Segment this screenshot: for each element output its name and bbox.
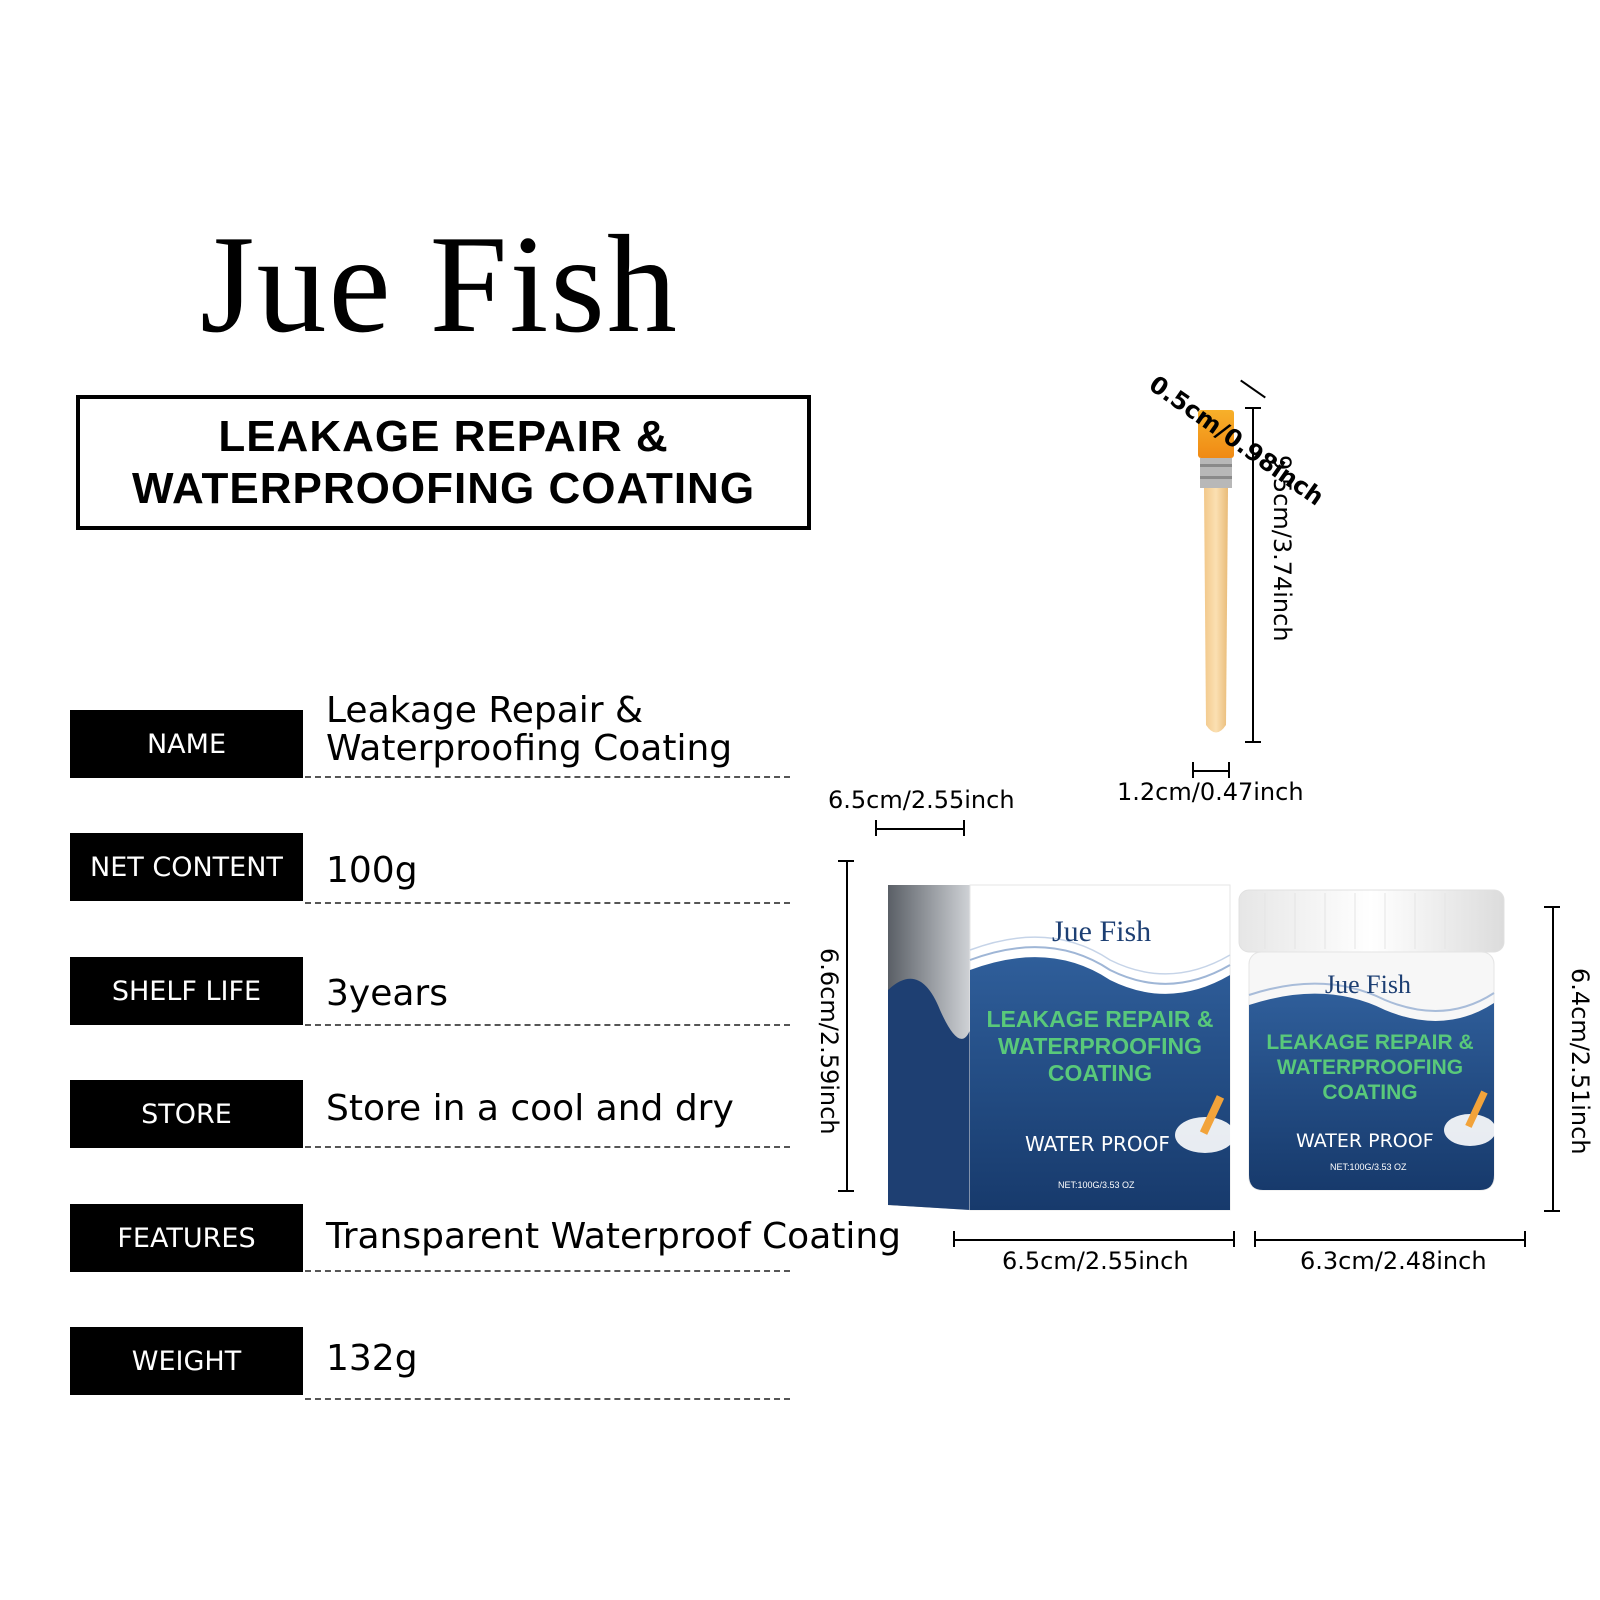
box-product-name-line1: LEAKAGE REPAIR & xyxy=(986,1006,1214,1032)
dimension-tick xyxy=(1245,741,1261,743)
box-tagline: WATER PROOF xyxy=(1025,1132,1170,1156)
dimension-tick xyxy=(1192,762,1194,778)
dimension-tick xyxy=(875,820,877,836)
box-product-name-line2: WATERPROOFING xyxy=(997,1033,1202,1059)
spec-divider xyxy=(305,902,790,904)
dimension-line xyxy=(875,828,963,830)
product-title-box: LEAKAGE REPAIR & WATERPROOFING COATING xyxy=(76,395,811,530)
box-depth-label: 6.5cm/2.55inch xyxy=(828,786,1015,814)
spec-value-name-line1: Leakage Repair & xyxy=(326,690,644,731)
dimension-line xyxy=(1254,1239,1524,1241)
spec-value-name: Leakage Repair & Waterproofing Coating xyxy=(326,692,732,768)
spec-label-name: NAME xyxy=(70,710,303,778)
dimension-line xyxy=(1552,906,1554,1210)
product-title-line1: LEAKAGE REPAIR & xyxy=(218,411,669,461)
spec-label-store: STORE xyxy=(70,1080,303,1148)
dimension-tick xyxy=(838,1190,854,1192)
spec-value-store: Store in a cool and dry xyxy=(326,1088,734,1129)
product-title-line2: WATERPROOFING COATING xyxy=(131,463,756,513)
jar-product-name-line2: WATERPROOFING xyxy=(1276,1056,1464,1079)
product-box-illustration xyxy=(888,884,1235,1211)
dimension-tick xyxy=(1524,1231,1526,1247)
spec-divider xyxy=(305,776,790,778)
box-brand: Jue Fish xyxy=(1052,915,1152,948)
jar-product-name-line3: COATING xyxy=(1322,1081,1418,1104)
dimension-line xyxy=(846,860,848,1190)
jar-net-weight: NET:100G/3.53 OZ xyxy=(1330,1162,1407,1172)
spec-divider xyxy=(305,1024,790,1026)
dimension-line xyxy=(1192,770,1228,772)
spec-value-features: Transparent Waterproof Coating xyxy=(326,1216,902,1257)
spec-label-net-content: NET CONTENT xyxy=(70,833,303,901)
brush-illustration xyxy=(1198,410,1234,733)
dimension-line xyxy=(953,1239,1233,1241)
spec-value-name-line2: Waterproofing Coating xyxy=(326,728,733,769)
dimension-tick xyxy=(838,860,854,862)
brand-title: Jue Fish xyxy=(200,207,679,362)
dimension-tick xyxy=(1228,762,1230,778)
spec-value-net-content: 100g xyxy=(326,850,418,891)
spec-label-features: FEATURES xyxy=(70,1204,303,1272)
spec-label-weight: WEIGHT xyxy=(70,1327,303,1395)
product-jar-illustration xyxy=(1238,889,1505,1191)
box-height-label: 6.6cm/2.59inch xyxy=(815,948,843,1135)
jar-brand: Jue Fish xyxy=(1325,970,1411,999)
spec-divider xyxy=(305,1146,790,1148)
spec-value-weight: 132g xyxy=(326,1338,418,1379)
jar-width-label: 6.3cm/2.48inch xyxy=(1300,1247,1487,1275)
jar-height-label: 6.4cm/2.51inch xyxy=(1566,968,1594,1155)
box-width-label: 6.5cm/2.55inch xyxy=(1002,1247,1189,1275)
dimension-tick xyxy=(1233,1231,1235,1247)
brush-handle-width-label: 1.2cm/0.47inch xyxy=(1117,778,1304,806)
box-product-name-line3: COATING xyxy=(1047,1060,1153,1086)
box-product-name: LEAKAGE REPAIR & WATERPROOFING COATING xyxy=(975,1006,1225,1087)
dimension-tick xyxy=(1245,407,1261,409)
jar-tagline: WATER PROOF xyxy=(1296,1130,1434,1152)
dimension-tick xyxy=(1544,906,1560,908)
box-net-weight: NET:100G/3.53 OZ xyxy=(1058,1180,1135,1190)
dimension-line xyxy=(1252,408,1254,742)
dimension-tick xyxy=(963,820,965,836)
jar-product-name-line1: LEAKAGE REPAIR & xyxy=(1266,1031,1474,1054)
spec-divider xyxy=(305,1398,790,1400)
dimension-tick xyxy=(1544,1210,1560,1212)
dimension-tick xyxy=(953,1231,955,1247)
spec-label-shelf-life: SHELF LIFE xyxy=(70,957,303,1025)
jar-product-name: LEAKAGE REPAIR & WATERPROOFING COATING xyxy=(1250,1030,1490,1105)
dimension-tick xyxy=(1254,1231,1256,1247)
spec-value-shelf-life: 3years xyxy=(326,973,448,1014)
spec-divider xyxy=(305,1270,790,1272)
brush-height-label: 9.5cm/3.74inch xyxy=(1268,455,1296,642)
